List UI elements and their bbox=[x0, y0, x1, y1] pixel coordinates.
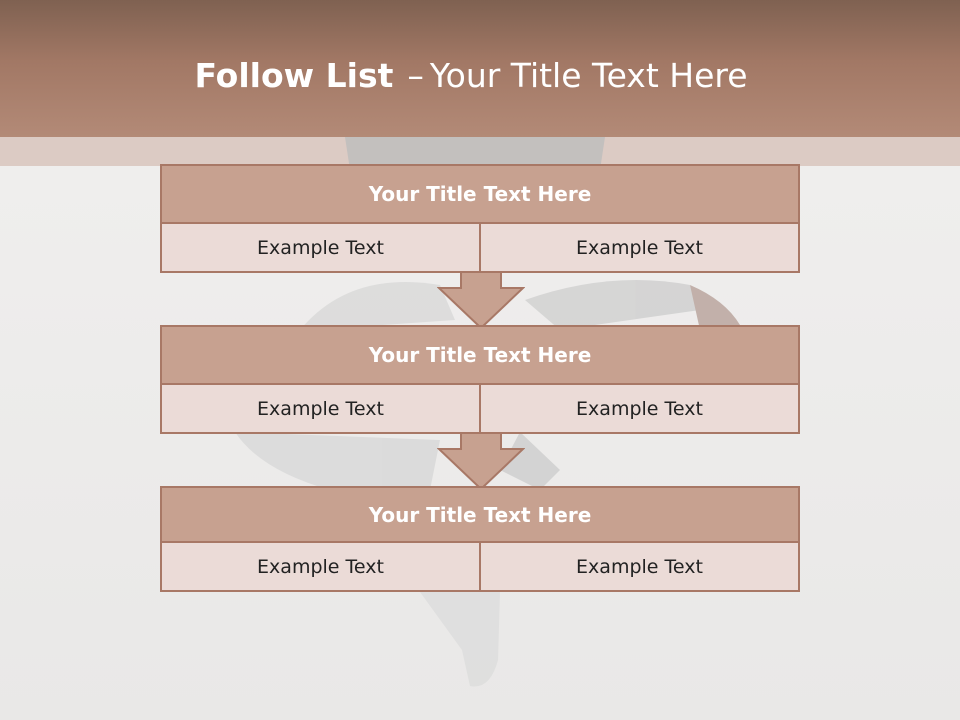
block-cell-left: Example Text bbox=[257, 555, 384, 578]
block-row: Example Text Example Text bbox=[162, 224, 798, 271]
block-cell-left: Example Text bbox=[257, 397, 384, 420]
down-arrow-icon bbox=[437, 431, 525, 491]
block-cell-left: Example Text bbox=[257, 236, 384, 259]
list-block: Your Title Text Here Example Text Exampl… bbox=[160, 486, 800, 592]
down-arrow-icon bbox=[437, 270, 525, 330]
block-title: Your Title Text Here bbox=[162, 166, 798, 224]
slide-title-bold: Follow List bbox=[194, 56, 394, 95]
list-block: Your Title Text Here Example Text Exampl… bbox=[160, 164, 800, 273]
slide-title-rest: Your Title Text Here bbox=[429, 56, 748, 95]
block-cell-right: Example Text bbox=[479, 543, 798, 590]
list-block: Your Title Text Here Example Text Exampl… bbox=[160, 325, 800, 434]
block-title: Your Title Text Here bbox=[162, 327, 798, 385]
slide-title: Follow List–Your Title Text Here bbox=[0, 56, 942, 95]
block-title: Your Title Text Here bbox=[162, 488, 798, 543]
slide-title-separator: – bbox=[407, 56, 424, 95]
block-row: Example Text Example Text bbox=[162, 543, 798, 590]
block-row: Example Text Example Text bbox=[162, 385, 798, 432]
header-bar bbox=[0, 0, 960, 137]
block-cell-right: Example Text bbox=[479, 385, 798, 432]
block-cell-right: Example Text bbox=[479, 224, 798, 271]
